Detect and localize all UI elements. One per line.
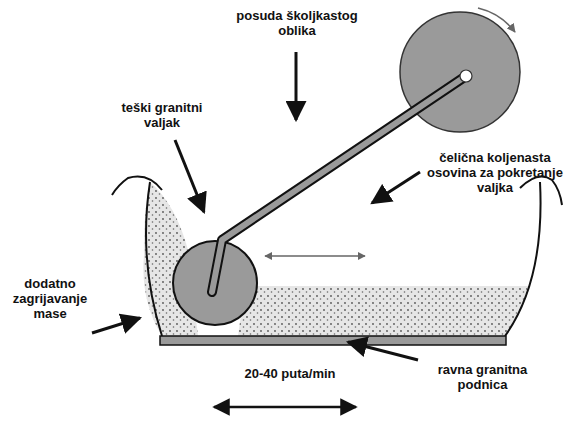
mass-right [238, 286, 528, 336]
motion-arrow [265, 255, 365, 256]
rotation-arrow [478, 8, 515, 32]
leader-arrow [295, 52, 298, 120]
crank-hub [460, 70, 472, 82]
part-label: ravna granitna podnica [420, 362, 545, 392]
dimension-arrow [214, 406, 356, 409]
leader-arrow [372, 172, 420, 203]
vessel-lip-left [112, 177, 162, 196]
granite-base [160, 336, 506, 345]
vessel-wall-left [146, 182, 162, 336]
crank-shaft [212, 76, 466, 292]
part-label: 20-40 puta/min [230, 366, 350, 381]
leader-arrow [92, 318, 140, 333]
part-label: teški granitni valjak [106, 100, 218, 130]
leader-arrow [175, 140, 204, 212]
part-label: posuda školjkastog oblika [232, 8, 362, 38]
part-label: čelična koljenasta osovina za pokretanje… [422, 150, 568, 195]
leader-arrow [348, 342, 418, 360]
part-label: dodatno zagrijavanje mase [4, 276, 96, 321]
vessel-wall-right [505, 182, 541, 336]
crank-shaft-outline [212, 76, 466, 292]
